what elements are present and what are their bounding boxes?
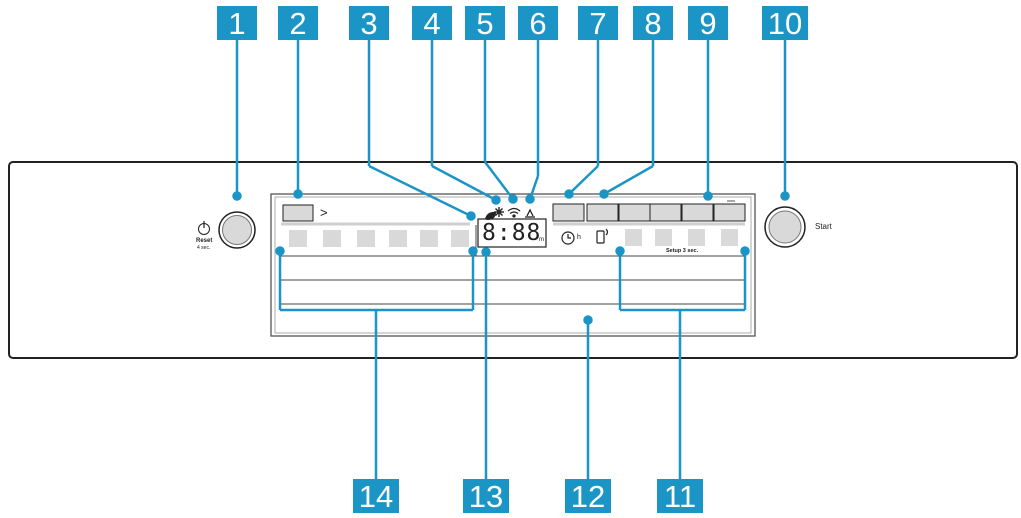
panel-body	[8, 161, 1018, 359]
option-button-3[interactable]	[618, 203, 651, 222]
callout-10: 10	[762, 6, 808, 41]
extra-button-1[interactable]	[625, 229, 642, 246]
glass-panel	[270, 193, 756, 337]
display-unit: m	[539, 237, 544, 243]
option-button-6[interactable]	[713, 203, 746, 222]
callout-1: 1	[217, 6, 257, 41]
rinse-aid-icon	[494, 207, 504, 217]
callout-7: 7	[578, 6, 618, 41]
eco-icon	[485, 211, 496, 220]
option-button-2[interactable]	[586, 203, 619, 222]
power-icon	[198, 221, 210, 235]
display-digits: 8:88	[482, 220, 542, 246]
callout-3: 3	[349, 6, 389, 41]
reset-sub-label: 4 sec.	[197, 245, 211, 251]
leader-lines-bottom	[275, 246, 750, 479]
power-button[interactable]	[218, 211, 256, 249]
clock-icon	[561, 231, 575, 245]
program-button-2[interactable]	[323, 230, 341, 247]
program-button-1[interactable]	[289, 230, 307, 247]
more-programs-arrow: >	[320, 205, 328, 220]
start-button[interactable]	[764, 206, 806, 248]
callout-8: 8	[633, 6, 673, 41]
callout-14: 14	[353, 479, 399, 514]
extra-button-3[interactable]	[688, 229, 705, 246]
program-button-5[interactable]	[420, 230, 438, 247]
remote-start-icon	[596, 228, 609, 244]
digital-display	[477, 218, 547, 248]
callout-11: 11	[657, 479, 703, 514]
timer-unit: h	[577, 234, 581, 241]
callout-9: 9	[688, 6, 728, 41]
extra-button-4[interactable]	[721, 229, 738, 246]
option-button-5[interactable]	[681, 203, 714, 222]
callout-2: 2	[278, 6, 318, 41]
extra-button-2[interactable]	[655, 229, 672, 246]
callout-6: 6	[518, 6, 558, 41]
setup-label: Setup 3 sec.	[666, 248, 699, 254]
leader-lines	[232, 40, 790, 221]
option-button-4[interactable]	[649, 203, 682, 222]
program-button-6[interactable]	[451, 230, 469, 247]
callout-12: 12	[565, 479, 611, 514]
callout-13: 13	[463, 479, 509, 514]
callout-5: 5	[465, 6, 505, 41]
wifi-icon	[507, 207, 521, 218]
program-button-4[interactable]	[389, 230, 407, 247]
callout-4: 4	[412, 6, 452, 41]
program-button-3[interactable]	[357, 230, 375, 247]
salt-icon	[525, 208, 535, 218]
reset-label: Reset	[196, 238, 213, 244]
more-programs-button[interactable]	[282, 204, 314, 222]
option-button-1[interactable]	[552, 203, 585, 222]
start-label: Start	[815, 222, 832, 231]
